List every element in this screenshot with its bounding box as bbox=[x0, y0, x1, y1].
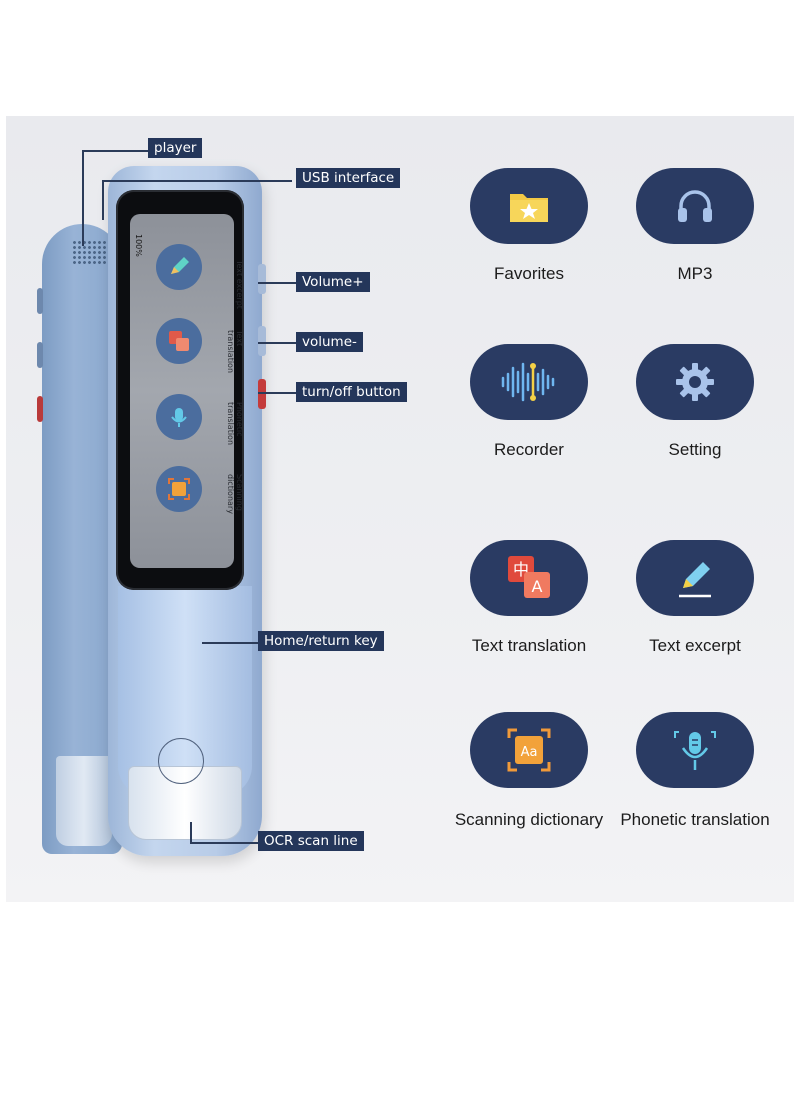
callout-volume-up: Volume+ bbox=[296, 272, 370, 292]
leader-line bbox=[190, 842, 258, 844]
leader-line bbox=[258, 392, 298, 394]
feature-label: Recorder bbox=[494, 440, 564, 459]
waveform-icon bbox=[470, 344, 588, 420]
feature-label: Scanning dictionary bbox=[454, 810, 604, 829]
translate-icon: 中 A bbox=[470, 540, 588, 616]
pen-back-tip bbox=[56, 756, 112, 846]
leader-line bbox=[258, 282, 298, 284]
pencil-icon bbox=[636, 540, 754, 616]
translate-glyph-target: A bbox=[532, 577, 543, 596]
leader-line bbox=[258, 342, 298, 344]
scan-dictionary-icon: Aa bbox=[470, 712, 588, 788]
folder-star-icon bbox=[470, 168, 588, 244]
callout-ocr-scan-line: OCR scan line bbox=[258, 831, 364, 851]
battery-status: 100% bbox=[134, 234, 143, 257]
power-button bbox=[258, 379, 266, 409]
feature-label: Setting bbox=[668, 440, 722, 459]
app-label: Phonetic translation bbox=[226, 402, 244, 446]
scan-dictionary-glyph: Aa bbox=[521, 745, 538, 760]
callout-power-button: turn/off button bbox=[296, 382, 407, 402]
translate-icon bbox=[156, 318, 202, 364]
translate-glyph-source: 中 bbox=[513, 560, 529, 579]
scan-icon bbox=[156, 466, 202, 512]
app-label: Text excerpt bbox=[235, 260, 244, 309]
leader-line bbox=[102, 180, 104, 220]
feature-label: Text excerpt bbox=[649, 636, 741, 655]
leader-line bbox=[102, 180, 292, 182]
headphones-icon bbox=[636, 168, 754, 244]
leader-line bbox=[82, 150, 84, 246]
home-key bbox=[158, 738, 204, 784]
microphone-icon bbox=[636, 712, 754, 788]
feature-label: MP3 bbox=[677, 264, 713, 283]
feature-label: Phonetic translation bbox=[620, 810, 770, 829]
product-panel: 100% Text excerpt Text translation Phone… bbox=[6, 116, 794, 902]
leader-line bbox=[202, 642, 258, 644]
callout-volume-down: volume- bbox=[296, 332, 363, 352]
side-power-button bbox=[37, 396, 43, 422]
app-label: Scanning dictionary bbox=[226, 474, 244, 514]
pencil-icon bbox=[156, 244, 202, 290]
callout-player: player bbox=[148, 138, 203, 158]
side-button bbox=[37, 288, 43, 314]
gear-icon bbox=[636, 344, 754, 420]
leader-line bbox=[82, 150, 148, 152]
volume-up-button bbox=[258, 264, 266, 294]
volume-down-button bbox=[258, 326, 266, 356]
feature-label: Text translation bbox=[471, 636, 587, 655]
ocr-scan-tip bbox=[128, 766, 242, 840]
side-button bbox=[37, 342, 43, 368]
leader-line bbox=[190, 822, 192, 842]
callout-usb-interface: USB interface bbox=[296, 168, 401, 188]
microphone-icon bbox=[156, 394, 202, 440]
speaker-grille bbox=[72, 240, 108, 266]
feature-label: Favorites bbox=[494, 264, 564, 283]
callout-home-key: Home/return key bbox=[258, 631, 384, 651]
app-label: Text translation bbox=[226, 330, 244, 374]
